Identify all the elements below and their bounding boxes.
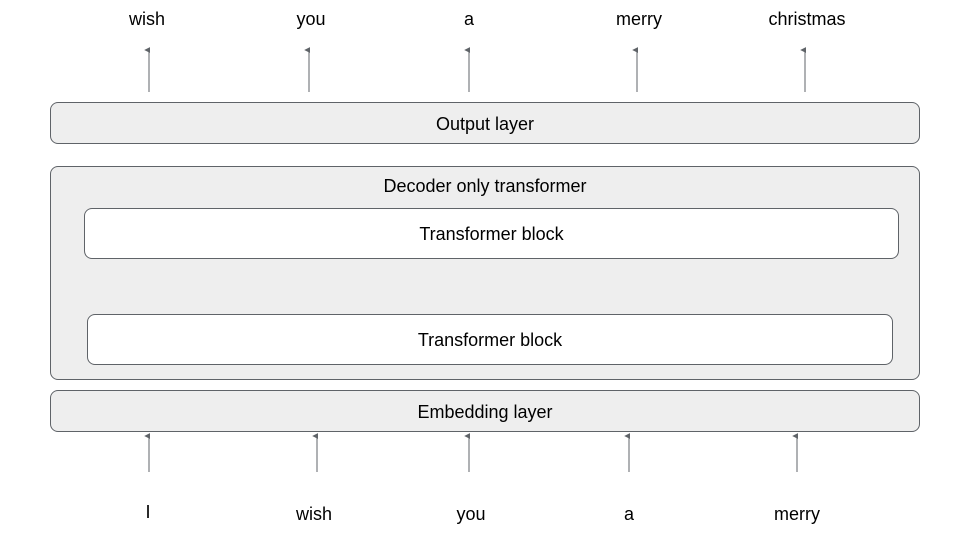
output-token: merry bbox=[616, 9, 662, 29]
output-token: a bbox=[463, 9, 474, 29]
embedding-layer-label: Embedding layer bbox=[417, 402, 553, 422]
input-token: a bbox=[623, 504, 634, 524]
output-token: you bbox=[296, 9, 326, 29]
input-token: I bbox=[145, 502, 151, 522]
input-token: merry bbox=[774, 504, 820, 524]
output-token: wish bbox=[128, 9, 165, 29]
decoder-label: Decoder only transformer bbox=[383, 176, 587, 196]
transformer-block-label: Transformer block bbox=[419, 224, 564, 244]
transformer-block-bottom: Transformer block bbox=[87, 314, 893, 365]
input-token: wish bbox=[295, 504, 332, 524]
output-layer-label: Output layer bbox=[435, 114, 535, 134]
transformer-block-top: Transformer block bbox=[84, 208, 899, 259]
transformer-block-label: Transformer block bbox=[417, 330, 563, 350]
embedding-layer: Embedding layer bbox=[50, 390, 920, 432]
input-token: you bbox=[456, 504, 486, 524]
output-token: christmas bbox=[768, 9, 846, 29]
output-layer: Output layer bbox=[50, 102, 920, 144]
